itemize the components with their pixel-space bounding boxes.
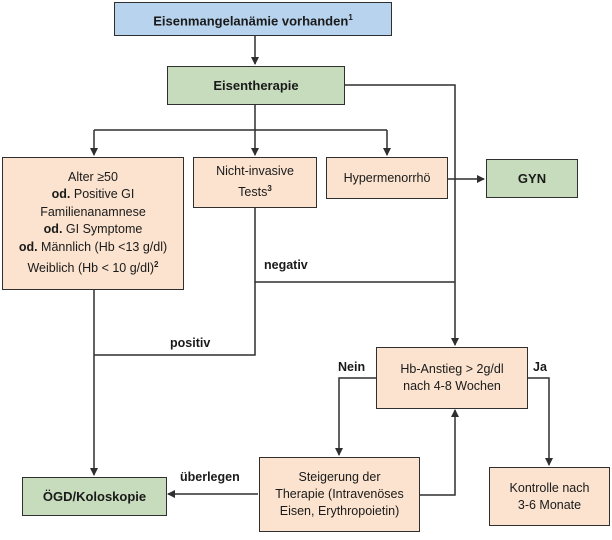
edge-therapy-hb [345, 84, 459, 346]
criteria-family-history-cont: Familienanamnese [40, 204, 146, 219]
noninvasive-line1: Nicht-invasive [216, 164, 294, 179]
criteria-family-history: od. Positive GI [51, 187, 135, 202]
label-ueberlegen: überlegen [180, 470, 240, 484]
gyn-label: GYN [517, 171, 547, 186]
node-hb-increase: Hb-Anstieg > 2g/dl nach 4-8 Wochen [376, 347, 528, 409]
noninvasive-line2: Tests3 [238, 184, 272, 200]
node-iron-deficiency: Eisenmangelanämie vorhanden1 [114, 2, 392, 36]
node-iron-therapy: Eisentherapie [167, 66, 345, 105]
node-control: Kontrolle nach 3-6 Monate [489, 467, 610, 526]
node-criteria: Alter ≥50 od. Positive GI Familienanamne… [2, 157, 184, 290]
edge-hb-nein [335, 377, 376, 456]
criteria-male: od. Männlich (Hb <13 g/dl) [18, 239, 168, 254]
steigerung-line1: Steigerung der [298, 470, 381, 484]
node-gyn: GYN [486, 159, 578, 198]
criteria-female: Weiblich (Hb < 10 g/dl)2 [27, 260, 159, 276]
oegd-label: ÖGD/Koloskopie [42, 489, 147, 504]
label-positiv: positiv [170, 336, 211, 350]
hb-line1: Hb-Anstieg > 2g/dl [400, 362, 504, 376]
label-negativ: negativ [264, 258, 308, 272]
kontrolle-line1: Kontrolle nach [509, 480, 590, 495]
node-iron-deficiency-label: Eisenmangelanämie vorhanden1 [153, 12, 353, 29]
label-nein: Nein [338, 360, 366, 374]
steigerung-line2: Therapie (Intravenöses [275, 487, 404, 501]
node-noninvasive-tests: Nicht-invasive Tests3 [193, 157, 317, 208]
hb-line2: nach 4-8 Wochen [403, 379, 501, 393]
node-hypermenorrhoe: Hypermenorrhö [326, 157, 448, 199]
label-ja: Ja [533, 360, 547, 374]
kontrolle-line2: 3-6 Monate [517, 497, 582, 512]
criteria-age: Alter ≥50 [68, 169, 118, 184]
steigerung-line3: Eisen, Erythropoietin) [279, 504, 400, 518]
node-therapy-escalation: Steigerung der Therapie (Intravenöses Ei… [259, 457, 420, 532]
node-iron-therapy-label: Eisentherapie [213, 78, 299, 93]
edge-hb-ja [528, 377, 553, 466]
criteria-gi-symptoms: od. GI Symptome [43, 222, 143, 237]
edge-steigerung-hb [420, 409, 459, 496]
hypermenorrhoe-label: Hypermenorrhö [343, 170, 431, 185]
node-oegd-koloskopie: ÖGD/Koloskopie [22, 477, 167, 516]
edge-positiv [94, 282, 256, 356]
